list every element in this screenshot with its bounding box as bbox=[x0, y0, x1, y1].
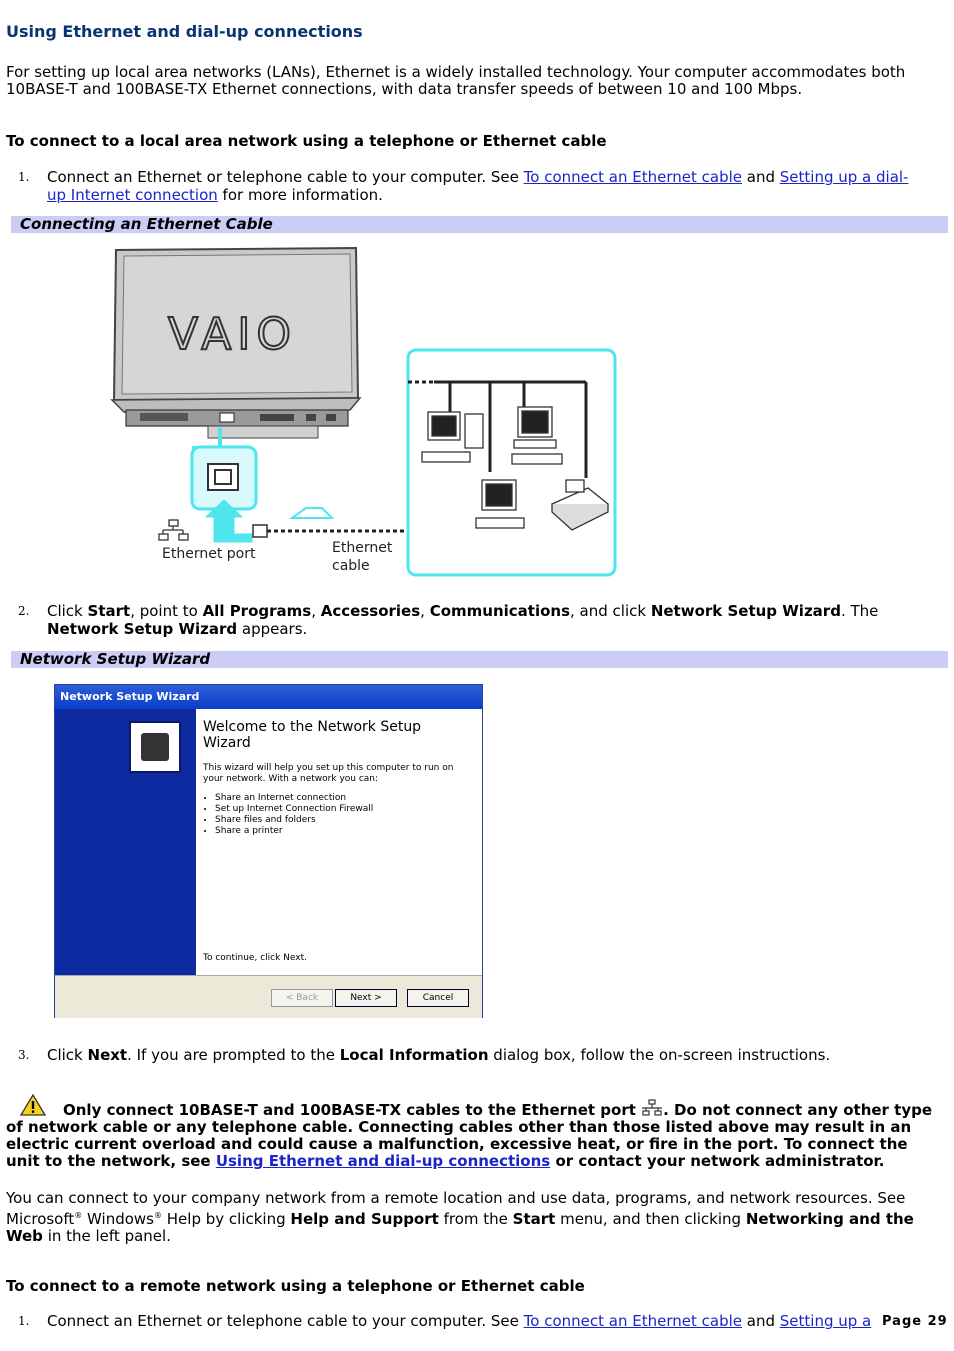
vaio-logo: VAIO bbox=[168, 309, 297, 360]
list-item: Set up Internet Connection Firewall bbox=[215, 804, 475, 815]
network-port-icon bbox=[642, 1099, 663, 1116]
wizard-side-panel bbox=[55, 709, 196, 975]
section2-heading: To connect to a remote network using a t… bbox=[6, 1277, 585, 1295]
wizard-button-bar: < Back Next > Cancel bbox=[55, 975, 482, 1018]
step-number: 1. bbox=[18, 1314, 30, 1328]
laptop-icon bbox=[110, 246, 362, 439]
list-item: Share files and folders bbox=[215, 815, 475, 826]
list-item: Share an Internet connection bbox=[215, 793, 475, 804]
list-item: Share a printer bbox=[215, 826, 475, 837]
ethernet-port-label: Ethernet port bbox=[162, 546, 256, 562]
step-number: 3. bbox=[18, 1048, 30, 1062]
cancel-button[interactable]: Cancel bbox=[407, 989, 469, 1007]
cable-plug-icon bbox=[252, 524, 268, 538]
link-dialup-connection[interactable]: Setting up a dial-up Internet connection bbox=[47, 168, 909, 204]
step1-text: Connect an Ethernet or telephone cable t… bbox=[47, 168, 909, 204]
remote-network-paragraph: You can connect to your company network … bbox=[6, 1189, 914, 1245]
wizard-description: This wizard will help you set up this co… bbox=[203, 763, 454, 784]
figure-caption: Connecting an Ethernet Cable bbox=[11, 216, 948, 233]
link-connect-ethernet-cable[interactable]: To connect an Ethernet cable bbox=[523, 168, 742, 186]
wizard-continue-text: To continue, click Next. bbox=[203, 953, 307, 963]
printer-icon bbox=[550, 479, 610, 531]
intro-paragraph: For setting up local area networks (LANs… bbox=[6, 63, 906, 98]
link-using-ethernet[interactable]: Using Ethernet and dial-up connections bbox=[215, 1152, 551, 1170]
computer-icon bbox=[421, 411, 484, 463]
network-port-icon bbox=[158, 519, 189, 541]
step-number: 1. bbox=[18, 170, 30, 184]
ethernet-cable-label-1: Ethernet bbox=[332, 540, 393, 556]
network-wizard-icon bbox=[129, 721, 181, 773]
step3-text: Click Next. If you are prompted to the L… bbox=[47, 1046, 831, 1064]
connect-arrow-icon bbox=[204, 499, 253, 543]
ethernet-cable-label-2: cable bbox=[332, 558, 370, 574]
link-dialup-connection[interactable]: Setting up a bbox=[779, 1312, 872, 1330]
warning-text: Only connect 10BASE-T and 100BASE-TX cab… bbox=[6, 1099, 933, 1170]
window-title-bar: Network Setup Wizard bbox=[55, 685, 482, 709]
back-button[interactable]: < Back bbox=[271, 989, 333, 1007]
page-title: Using Ethernet and dial-up connections bbox=[6, 22, 363, 41]
network-setup-wizard-window: Network Setup Wizard Welcome to the Netw… bbox=[54, 684, 483, 1018]
step2-text: Click Start, point to All Programs, Acce… bbox=[47, 602, 879, 638]
link-connect-ethernet-cable[interactable]: To connect an Ethernet cable bbox=[523, 1312, 742, 1330]
wizard-welcome-heading: Welcome to the Network Setup Wizard bbox=[203, 719, 422, 751]
section2-step1-text: Connect an Ethernet or telephone cable t… bbox=[47, 1312, 872, 1330]
page-number: Page 29 bbox=[882, 1314, 948, 1329]
figure-caption: Network Setup Wizard bbox=[11, 651, 948, 668]
warning-icon bbox=[20, 1094, 46, 1116]
next-button[interactable]: Next > bbox=[335, 989, 397, 1007]
step-number: 2. bbox=[18, 604, 30, 618]
computer-icon bbox=[475, 479, 525, 529]
wizard-bullet-list: Share an Internet connection Set up Inte… bbox=[203, 793, 475, 837]
section1-heading: To connect to a local area network using… bbox=[6, 132, 607, 150]
computer-icon bbox=[511, 406, 563, 465]
ethernet-connection-illustration: VAIO Ethernet port Ethernet cable bbox=[110, 246, 617, 577]
